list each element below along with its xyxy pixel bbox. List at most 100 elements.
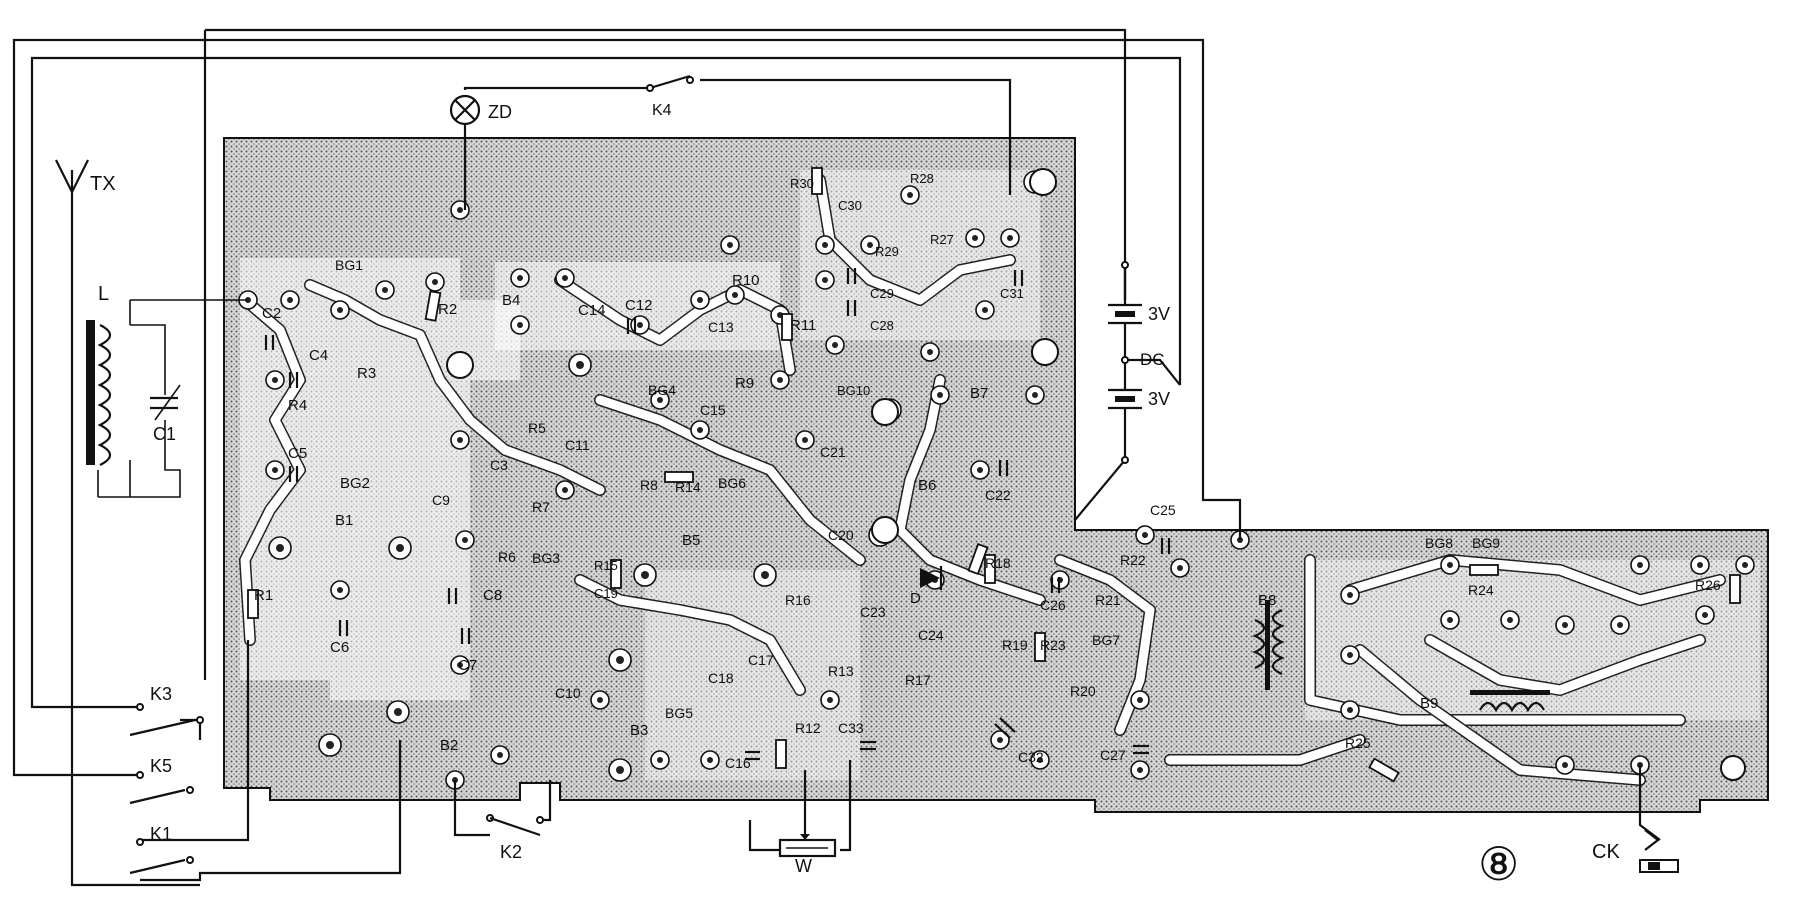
pad — [450, 200, 470, 220]
pad — [425, 272, 445, 292]
c8-label: C8 — [483, 587, 502, 604]
r23-label: R23 — [1040, 637, 1066, 653]
capacitor-symbol — [338, 620, 349, 636]
c22-label: C22 — [985, 487, 1011, 503]
pad — [1555, 755, 1575, 775]
switch-symbol — [486, 814, 544, 837]
r29-label: R29 — [875, 244, 899, 259]
r22-label: R22 — [1120, 552, 1146, 568]
pad — [265, 370, 285, 390]
r2-label: R2 — [438, 301, 457, 318]
pad — [510, 268, 530, 288]
r10-label: R10 — [732, 272, 760, 289]
pad — [795, 430, 815, 450]
pad — [815, 235, 835, 255]
switch-k2-label: K2 — [500, 842, 522, 862]
r4-label: R4 — [288, 397, 307, 414]
pad — [725, 285, 745, 305]
switch-symbol — [129, 703, 204, 737]
switch-k3-label: K3 — [150, 684, 172, 704]
bg9-label: BG9 — [1472, 535, 1500, 551]
c3-label: C3 — [490, 457, 508, 473]
pad — [1130, 690, 1150, 710]
capacitor-symbol — [846, 300, 857, 316]
r24-label: R24 — [1468, 582, 1494, 598]
r13-label: R13 — [828, 663, 854, 679]
bg1-label: BG1 — [335, 257, 363, 273]
bg7-label: BG7 — [1092, 632, 1120, 648]
c33-label: C33 — [838, 720, 864, 736]
pad — [1340, 700, 1360, 720]
pad — [590, 690, 610, 710]
pad — [1025, 385, 1045, 405]
potentiometer-symbol — [778, 820, 837, 858]
labels: TX L C1 ZD K4 K3 K5 K1 K2 3V 3V DC W CK … — [90, 102, 1721, 890]
c11-label: C11 — [565, 437, 590, 453]
loop-coil-symbol — [86, 320, 112, 466]
capacitor-symbol — [860, 740, 876, 751]
pad — [455, 530, 475, 550]
pad — [975, 300, 995, 320]
pad — [825, 335, 845, 355]
switch-k1-label: K1 — [150, 824, 172, 844]
resistor-symbol — [424, 290, 442, 322]
pad — [450, 655, 470, 675]
pad — [630, 315, 650, 335]
pad — [280, 290, 300, 310]
b9-label: B9 — [1420, 695, 1438, 712]
c2-label: C2 — [262, 305, 281, 322]
c30-label: C30 — [838, 198, 862, 213]
r27-label: R27 — [930, 232, 954, 247]
pad — [650, 390, 670, 410]
pad — [690, 290, 710, 310]
pad — [815, 270, 835, 290]
pad — [1555, 615, 1575, 635]
r9-label: R9 — [735, 375, 754, 392]
c19-label: C19 — [594, 586, 618, 601]
capacitor-symbol — [1013, 270, 1024, 286]
resistor-symbol — [984, 554, 996, 584]
tuning-capacitor-symbol — [150, 384, 181, 421]
pad — [330, 580, 350, 600]
pad — [375, 280, 395, 300]
r26-label: R26 — [1695, 577, 1721, 593]
potentiometer-label: W — [795, 856, 812, 876]
capacitor-symbol — [460, 628, 471, 644]
r30-label: R30 — [790, 176, 814, 191]
switch-k4-label: K4 — [652, 102, 672, 119]
transformer-symbol — [1470, 690, 1550, 713]
antenna-symbol — [55, 159, 89, 193]
capacitor-symbol — [288, 372, 299, 388]
pad — [1610, 615, 1630, 635]
capacitor-symbol — [994, 717, 1016, 739]
pad — [650, 750, 670, 770]
c28-label: C28 — [870, 318, 894, 333]
capacitor-symbol — [626, 318, 637, 334]
c14-label: C14 — [578, 302, 606, 319]
pad — [1130, 760, 1150, 780]
mounting-holes — [446, 168, 1746, 781]
r20-label: R20 — [1070, 683, 1096, 699]
c21-label: C21 — [820, 444, 846, 460]
r18-label: R18 — [985, 555, 1011, 571]
pad — [720, 235, 740, 255]
pad — [1000, 228, 1020, 248]
c20-label: C20 — [828, 527, 854, 543]
r16-label: R16 — [785, 592, 811, 608]
pad — [1695, 605, 1715, 625]
r25-label: R25 — [1345, 735, 1371, 751]
pad — [970, 460, 990, 480]
r6-label: R6 — [498, 549, 516, 565]
pad — [608, 648, 632, 672]
r11-label: R11 — [790, 317, 816, 334]
battery-1-label: 3V — [1148, 304, 1170, 324]
resistor-symbol — [781, 313, 793, 341]
resistor-symbol — [1368, 757, 1400, 783]
r3-label: R3 — [357, 365, 376, 382]
c5-label: C5 — [288, 445, 307, 462]
capacitor-symbol — [264, 335, 275, 350]
c27-label: C27 — [1100, 747, 1126, 763]
pad — [900, 185, 920, 205]
external-wiring — [12, 28, 1661, 887]
pad — [510, 315, 530, 335]
